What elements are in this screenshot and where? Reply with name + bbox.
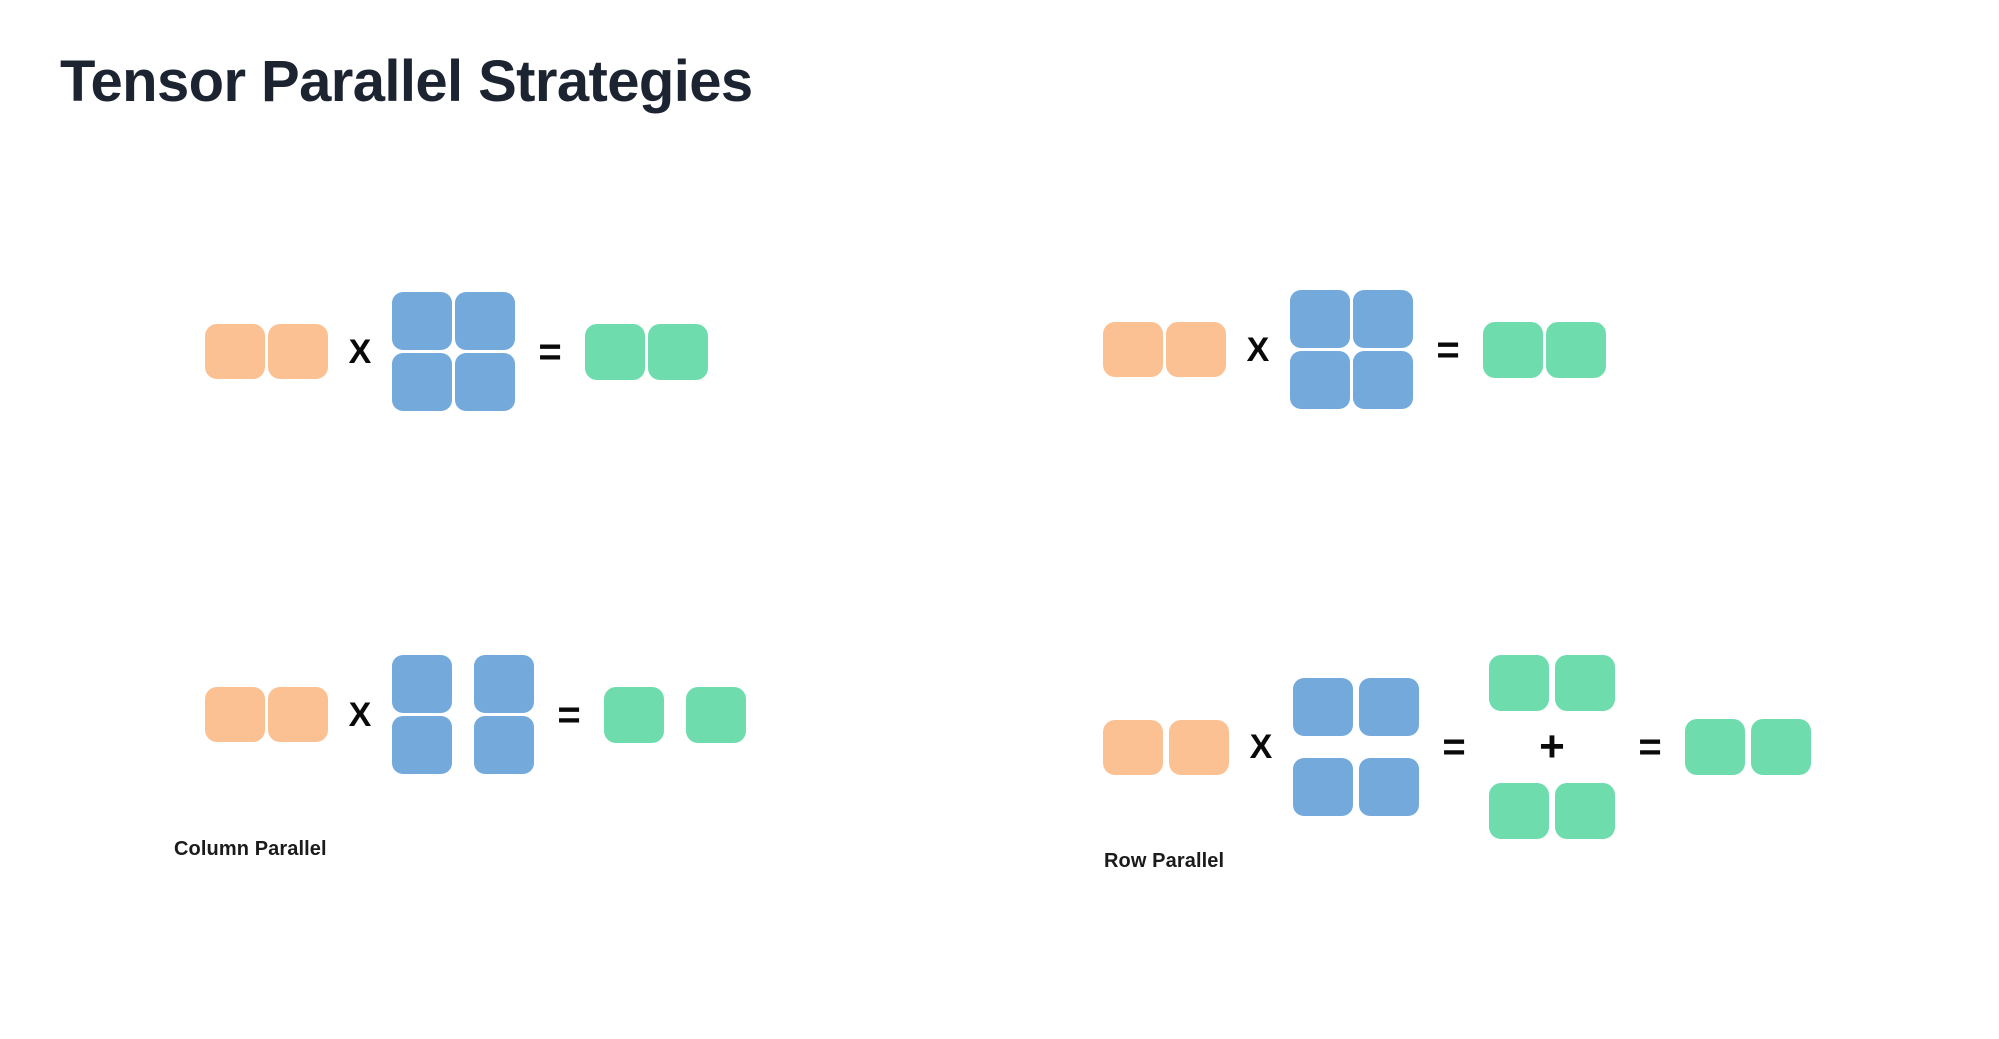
- matrix-row: [585, 323, 708, 380]
- matrix-cell-blue: [1353, 290, 1413, 348]
- multiply-operator: X: [348, 332, 372, 371]
- matrix-cell-blue: [474, 655, 534, 713]
- output-matrix-green: [585, 323, 708, 380]
- label-column-parallel: Column Parallel: [174, 838, 327, 860]
- equals-operator: =: [1442, 725, 1466, 769]
- matrix-cell-green: [1751, 719, 1811, 775]
- matrix-cell-green: [1489, 783, 1549, 839]
- weight-shard-0: [392, 655, 452, 774]
- matrix-cell-green: [1555, 783, 1615, 839]
- matrix-cell-orange: [205, 324, 265, 379]
- output-shard-1: [686, 686, 746, 743]
- weight-matrix-blue: [392, 292, 515, 411]
- matrix-cell-orange: [268, 687, 328, 742]
- diagram-column-parallel-unsharded: X =: [205, 292, 708, 411]
- input-shard-0: [1103, 719, 1163, 775]
- matrix-cell-orange: [268, 324, 328, 379]
- input-shard-1: [1169, 719, 1229, 775]
- matrix-cell-blue: [1359, 758, 1419, 816]
- matrix-cell-blue: [392, 353, 452, 411]
- matrix-cell-green: [1685, 719, 1745, 775]
- partial-sum-group: +: [1489, 655, 1615, 839]
- page-title: Tensor Parallel Strategies: [60, 49, 753, 114]
- matrix-row: [205, 324, 328, 379]
- output-shard-0: [604, 686, 664, 743]
- plus-operator: +: [1539, 722, 1565, 771]
- matrix-cell-blue: [1353, 351, 1413, 409]
- matrix-row: [205, 687, 328, 742]
- equals-operator: =: [538, 329, 562, 374]
- output-matrix-green-column-sharded: [604, 686, 746, 743]
- weight-matrix-blue-column-sharded: [392, 655, 534, 774]
- matrix-row: [1103, 322, 1226, 377]
- weight-matrix-blue-row-sharded: [1293, 678, 1419, 816]
- matrix-cell-orange: [205, 687, 265, 742]
- diagram-row-parallel-unsharded: X =: [1103, 290, 1606, 409]
- weight-shard-1: [1293, 758, 1419, 816]
- matrix-cell-blue: [392, 655, 452, 713]
- multiply-operator: X: [348, 695, 372, 734]
- label-row-parallel: Row Parallel: [1104, 850, 1225, 872]
- matrix-cell-blue: [1359, 678, 1419, 736]
- input-matrix-orange-column-sharded: [1103, 719, 1229, 775]
- output-matrix-green: [1483, 321, 1606, 378]
- matrix-cell-green: [585, 323, 645, 380]
- matrix-cell-green: [1489, 655, 1549, 711]
- matrix-row: [1685, 719, 1811, 775]
- matrix-cell-blue: [1290, 351, 1350, 409]
- matrix-cell-orange: [1103, 322, 1163, 377]
- weight-matrix-blue: [1290, 290, 1413, 409]
- output-matrix-green: [1685, 719, 1811, 775]
- matrix-cell-blue: [1293, 678, 1353, 736]
- diagram-column-parallel-sharded: X =: [205, 655, 746, 774]
- partial-result-1: [1489, 783, 1615, 839]
- matrix-cell-green: [648, 323, 708, 380]
- diagram-row-parallel-sharded: X = + =: [1103, 655, 1811, 839]
- matrix-row: [1290, 290, 1413, 348]
- matrix-cell-green: [1546, 321, 1606, 378]
- matrix-cell-blue: [1293, 758, 1353, 816]
- partial-result-0: [1489, 655, 1615, 711]
- input-matrix-orange: [205, 687, 328, 742]
- matrix-row: [1483, 321, 1606, 378]
- weight-shard-1: [474, 655, 534, 774]
- matrix-row: [1290, 351, 1413, 409]
- matrix-cell-orange: [1166, 322, 1226, 377]
- equals-operator-final: =: [1638, 725, 1662, 769]
- matrix-cell-blue: [455, 292, 515, 350]
- matrix-cell-blue: [474, 716, 534, 774]
- matrix-row: [1103, 719, 1229, 775]
- matrix-cell-green: [1555, 655, 1615, 711]
- matrix-cell-green: [1483, 321, 1543, 378]
- equals-operator: =: [557, 692, 581, 737]
- weight-shard-0: [1293, 678, 1419, 736]
- matrix-row: [392, 292, 515, 350]
- multiply-operator: X: [1246, 330, 1270, 369]
- input-matrix-orange: [205, 324, 328, 379]
- multiply-operator: X: [1249, 728, 1273, 766]
- equals-operator: =: [1436, 327, 1460, 372]
- matrix-row: [392, 353, 515, 411]
- matrix-cell-blue: [1290, 290, 1350, 348]
- matrix-cell-blue: [392, 716, 452, 774]
- matrix-cell-blue: [392, 292, 452, 350]
- input-matrix-orange: [1103, 322, 1226, 377]
- matrix-cell-blue: [455, 353, 515, 411]
